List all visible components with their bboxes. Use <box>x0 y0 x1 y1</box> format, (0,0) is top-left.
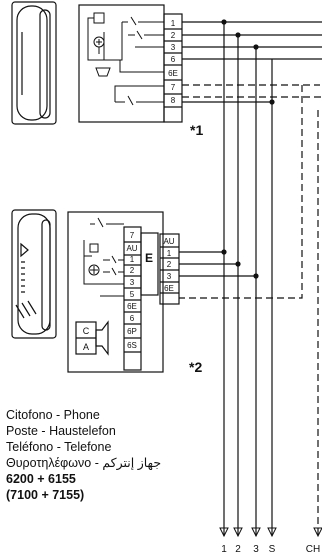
model-number-1: 6200 + 6155 <box>6 472 76 486</box>
caption-greek: Θυροτηλέφωνο - <box>6 456 103 470</box>
unit-2-internals-icon <box>83 217 124 297</box>
bottom-terminal-label: 1 <box>221 544 227 555</box>
handset-2-icon <box>11 209 57 339</box>
component-a-label: A <box>83 342 89 352</box>
unit1-note: *1 <box>190 122 203 138</box>
component-c-label: C <box>83 326 90 336</box>
unit1-terminal: 6E <box>168 69 178 78</box>
model-number-2: (7100 + 7155) <box>6 488 85 502</box>
unit2-right-terminal: 2 <box>167 260 172 269</box>
caption-line-3: Teléfono - Telefone <box>6 440 112 454</box>
unit1-terminal: 1 <box>171 19 176 28</box>
unit2-terminal: 1 <box>130 255 135 264</box>
junction-dots <box>221 19 275 279</box>
bottom-terminal-label: 3 <box>253 544 259 555</box>
unit1-terminal: 8 <box>171 96 176 105</box>
unit2-terminal: 6P <box>127 327 137 336</box>
unit2-terminal: 6S <box>127 341 137 350</box>
caption: Citofono - Phone Poste - Haustelefon Tel… <box>6 407 161 503</box>
unit2-terminal: 6E <box>127 302 137 311</box>
unit2-terminal: 7 <box>130 231 135 240</box>
bottom-arrows <box>219 527 322 538</box>
unit2-note: *2 <box>189 359 202 375</box>
module-e-label: E <box>145 251 153 265</box>
unit2-right-terminal: 6E <box>164 284 174 293</box>
bottom-terminal-label: S <box>269 544 276 555</box>
unit2-terminal: AU <box>126 244 137 253</box>
unit2-right-terminal: AU <box>163 237 174 246</box>
unit2-terminal: 5 <box>130 290 135 299</box>
unit-2-box <box>67 211 180 373</box>
unit1-terminal: 6 <box>171 55 176 64</box>
bottom-terminal-label: 2 <box>235 544 241 555</box>
caption-arabic: جهاز إنتركم <box>102 456 162 470</box>
caption-line-1: Citofono - Phone <box>6 408 100 422</box>
unit-1-internals-icon <box>87 12 164 106</box>
caption-line-4: Θυροτηλέφωνο - جهاز إنتركم <box>6 455 161 471</box>
unit2-right-terminal: 3 <box>167 272 172 281</box>
unit1-terminal: 7 <box>171 83 176 92</box>
unit1-terminal: 2 <box>171 31 176 40</box>
unit2-terminal: 3 <box>130 278 135 287</box>
bus-wires <box>179 21 322 536</box>
handset-1-icon <box>11 1 57 125</box>
unit2-terminal: 6 <box>130 314 135 323</box>
bottom-terminal-label: CH <box>306 544 320 555</box>
unit1-terminal: 3 <box>171 43 176 52</box>
unit-1-box <box>78 4 183 123</box>
caption-line-2: Poste - Haustelefon <box>6 424 116 438</box>
unit2-terminal: 2 <box>130 266 135 275</box>
unit2-right-terminal: 1 <box>167 249 172 258</box>
